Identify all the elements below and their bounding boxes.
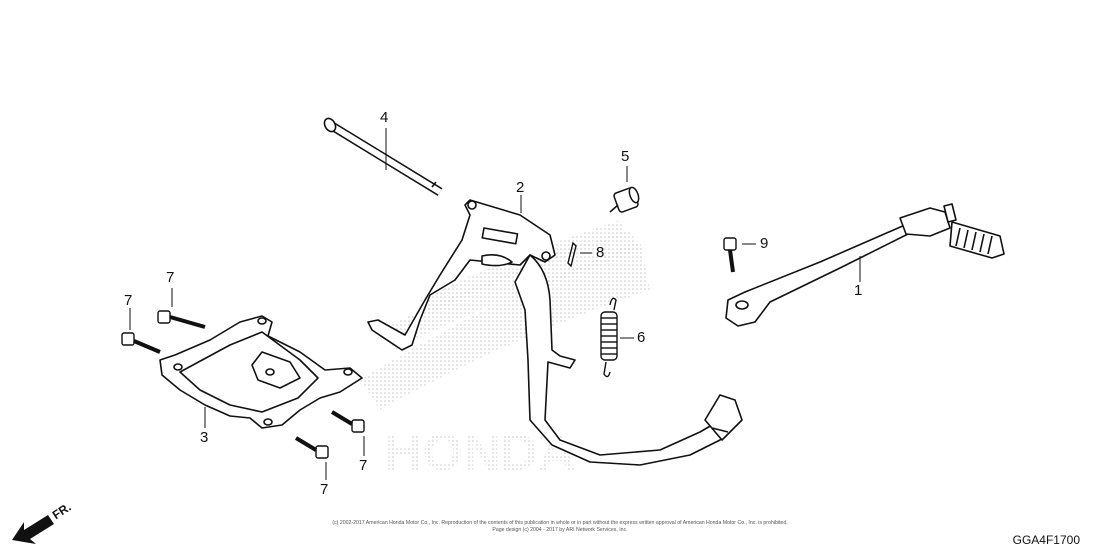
copyright-line-2: Page design (c) 2004 - 2017 by ARI Netwo… — [492, 527, 628, 533]
flange-bolt-b — [121, 332, 161, 354]
flange-bolt-d — [294, 436, 329, 459]
copyright-notice: (c) 2002-2017 American Honda Motor Co., … — [300, 520, 820, 534]
kick-starter-arm — [725, 203, 1005, 327]
callout-9: 9 — [760, 235, 769, 252]
stand-bracket — [159, 315, 363, 429]
cotter-pin — [567, 241, 577, 268]
flange-bolt-a — [157, 310, 206, 329]
callout-1: 1 — [854, 282, 863, 299]
stopper-rubber — [609, 186, 640, 213]
callout-7-left: 7 — [124, 292, 133, 309]
callout-7-lower: 7 — [320, 481, 329, 498]
copyright-line-1: (c) 2002-2017 American Honda Motor Co., … — [332, 520, 788, 526]
main-stand — [367, 199, 743, 466]
callout-4: 4 — [380, 109, 389, 126]
callout-2: 2 — [516, 179, 525, 196]
pivot-shaft — [323, 117, 443, 196]
figure-code: GGA4F1700 — [1012, 533, 1080, 547]
callout-5: 5 — [621, 148, 630, 165]
flange-bolt-c — [330, 410, 365, 433]
kick-arm-bolt — [723, 237, 737, 273]
callout-7-upper: 7 — [166, 269, 175, 286]
callout-7-right: 7 — [359, 457, 368, 474]
stand-spring — [600, 297, 618, 378]
callout-8: 8 — [596, 244, 605, 261]
callout-6: 6 — [637, 329, 646, 346]
callout-3: 3 — [200, 429, 209, 446]
front-direction-arrow — [12, 515, 54, 544]
